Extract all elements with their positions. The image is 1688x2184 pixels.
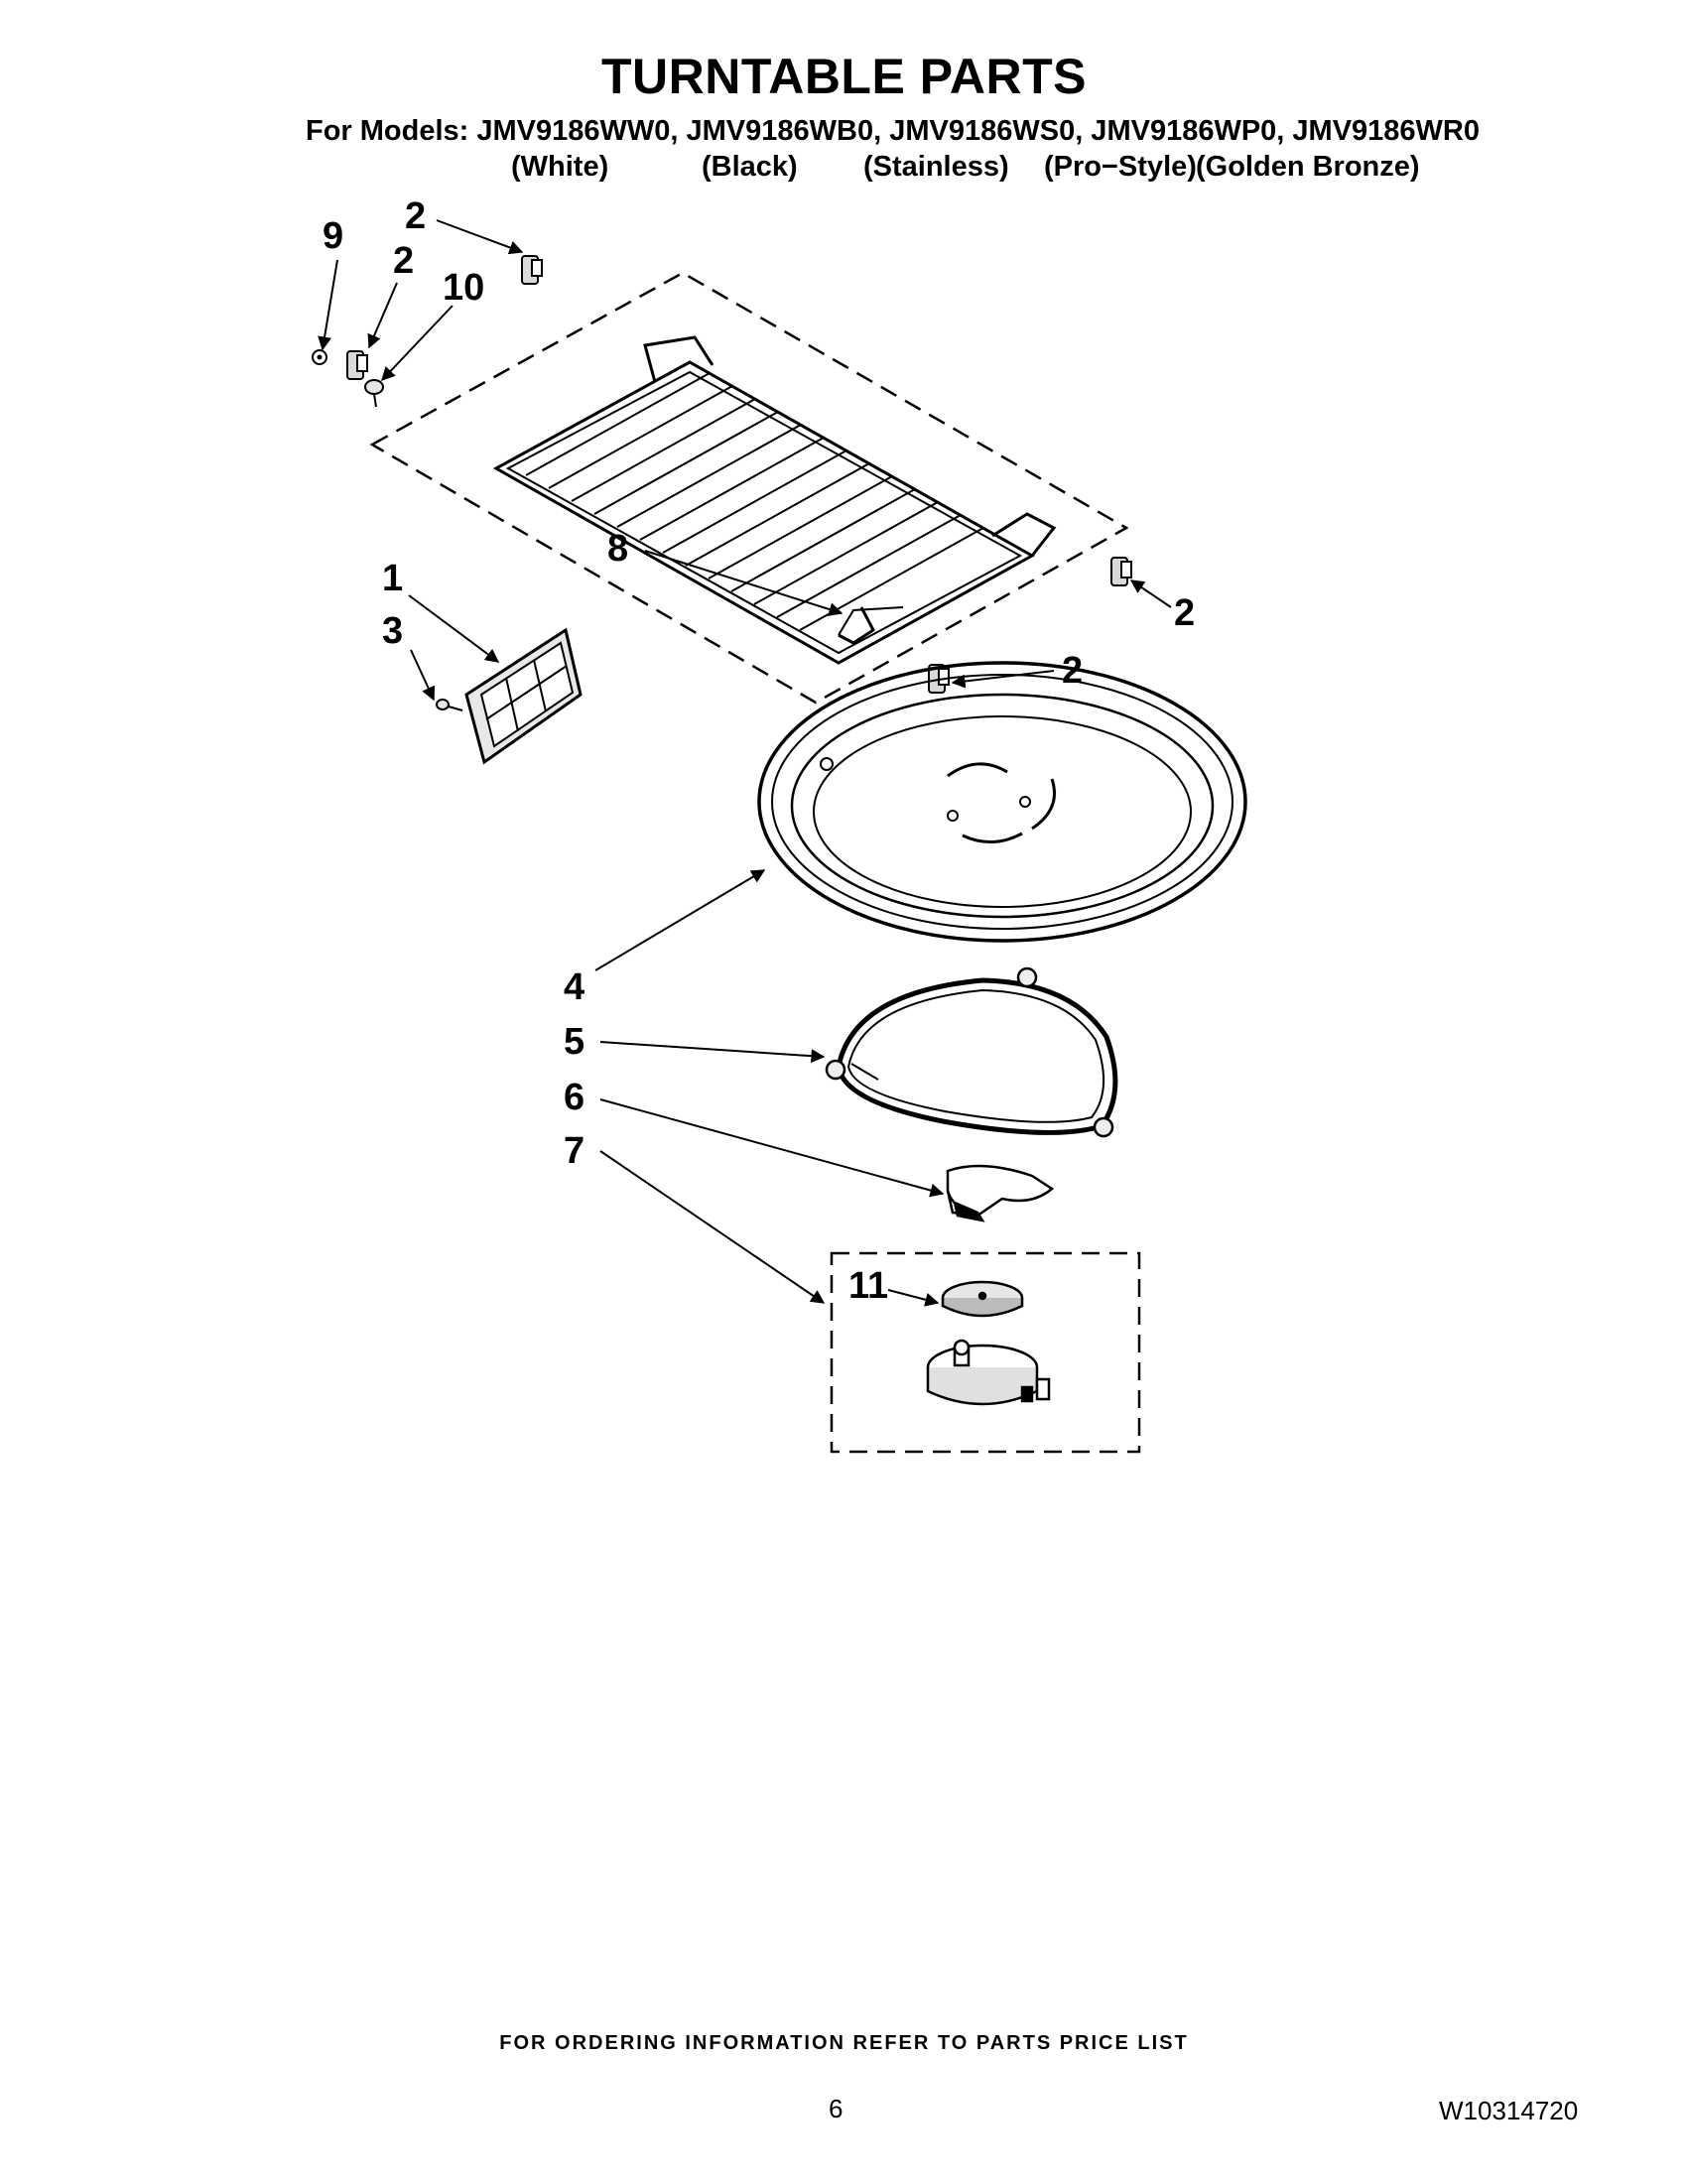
- variant-golden-bronze: (Golden Bronze): [1196, 151, 1420, 183]
- clip-right: [1110, 557, 1132, 586]
- clip-lower: [928, 664, 950, 694]
- arrow-3: [410, 649, 436, 702]
- arrow-1: [408, 594, 500, 663]
- motor-assembly-dashed-box: [830, 1251, 1141, 1454]
- models-line: For Models: JMV9186WW0, JMV9186WB0, JMV9…: [306, 115, 1480, 147]
- arrow-2-right: [1129, 579, 1172, 608]
- callout-10: 10: [443, 267, 484, 309]
- turntable-motor: [926, 1339, 1051, 1406]
- document-number: W10314720: [1439, 2096, 1579, 2125]
- waveguide-cover: [464, 627, 583, 765]
- motor-disc: [941, 1280, 1024, 1318]
- rack-assembly-dashed-box: [369, 271, 1129, 705]
- screw: [364, 379, 384, 408]
- ordering-note: FOR ORDERING INFORMATION REFER TO PARTS …: [499, 2032, 1189, 2054]
- arrow-11: [887, 1289, 940, 1307]
- turntable-coupler: [946, 1164, 1055, 1222]
- callout-2-left: 2: [393, 240, 414, 282]
- callout-3: 3: [382, 610, 403, 652]
- callout-7: 7: [564, 1130, 584, 1172]
- variant-black: (Black): [702, 151, 798, 183]
- arrow-4: [594, 869, 766, 971]
- roller-ring: [825, 966, 1118, 1138]
- rack-clips: [346, 255, 1132, 694]
- clip-top: [521, 255, 543, 285]
- page-number: 6: [829, 2094, 844, 2123]
- arrow-6: [599, 1098, 945, 1198]
- callout-9: 9: [323, 215, 343, 257]
- variant-white: (White): [511, 151, 609, 183]
- arrow-8: [644, 550, 844, 616]
- turntable-tray: [757, 661, 1247, 943]
- leader-arrows: [318, 219, 1172, 1307]
- arrow-2-left: [367, 282, 398, 349]
- cover-screw: [436, 699, 463, 711]
- arrow-9: [318, 259, 338, 351]
- variant-pro-style: (Pro−Style): [1044, 151, 1197, 183]
- variant-stainless: (Stainless): [863, 151, 1009, 183]
- arrow-2-lower: [951, 670, 1055, 689]
- arrow-5: [599, 1041, 826, 1064]
- washer: [312, 349, 327, 365]
- callout-2-right: 2: [1174, 592, 1195, 634]
- callout-8: 8: [607, 528, 628, 570]
- callout-2-top: 2: [405, 195, 426, 237]
- callout-5: 5: [564, 1021, 584, 1063]
- callout-6: 6: [564, 1077, 584, 1118]
- callout-4: 4: [564, 966, 584, 1008]
- callout-11: 11: [848, 1265, 888, 1307]
- wire-rack: [492, 335, 1057, 665]
- page-title: TURNTABLE PARTS: [601, 49, 1087, 104]
- arrow-2-top: [436, 219, 524, 255]
- arrow-7: [599, 1150, 826, 1304]
- callout-1: 1: [382, 558, 403, 599]
- arrow-10: [381, 305, 454, 382]
- clip-left: [346, 350, 368, 380]
